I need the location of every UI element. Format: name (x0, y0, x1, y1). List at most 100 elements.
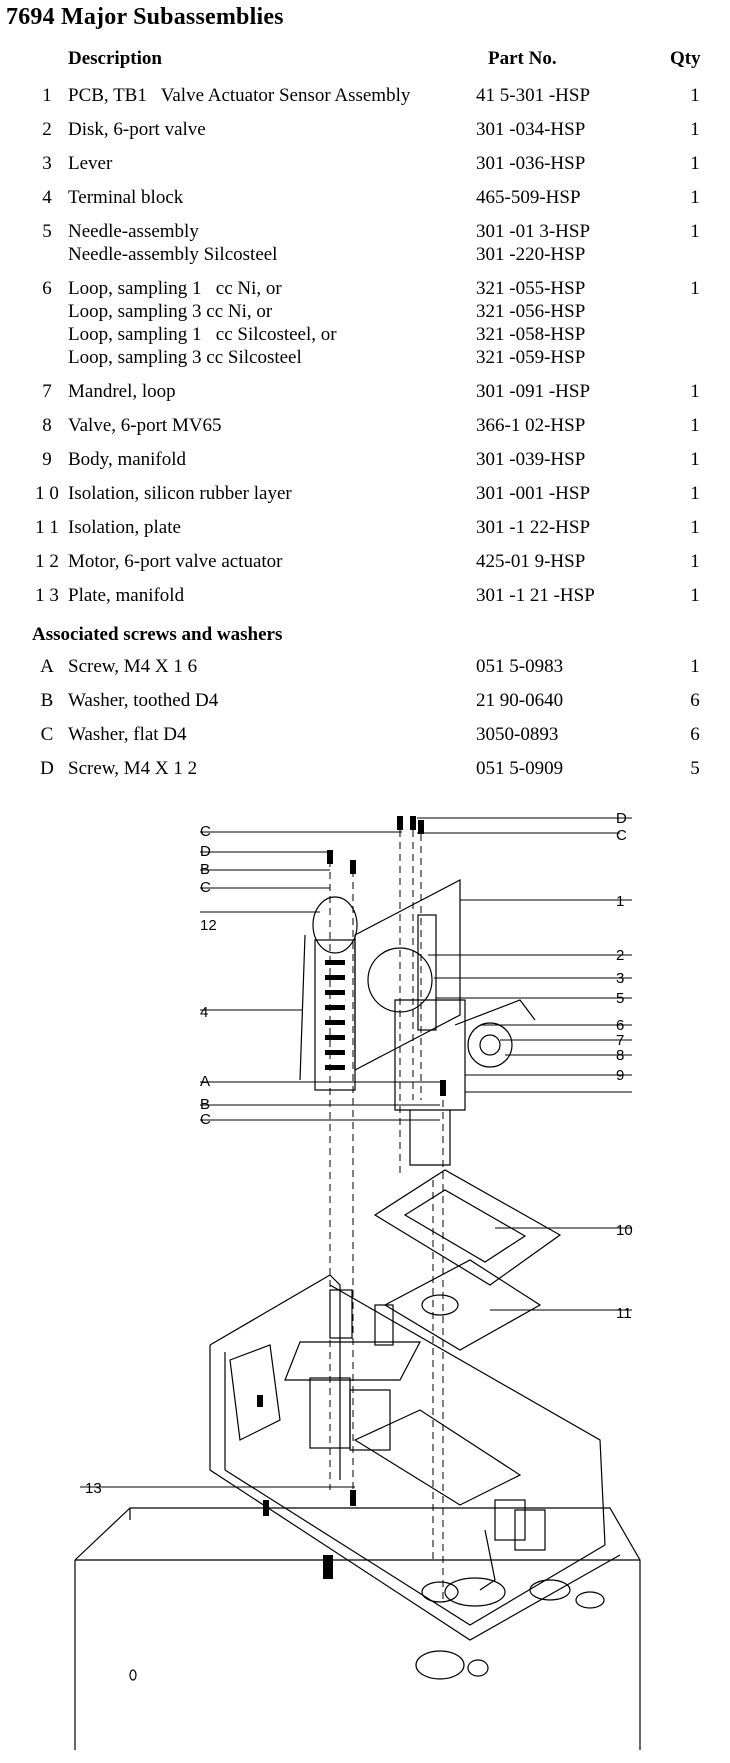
diagram-callout-label: A (200, 1073, 210, 1090)
lever (417, 914, 437, 1031)
parts-description-line: Needle-assembly Silcosteel (68, 244, 278, 265)
qty-header: Qty (670, 48, 701, 69)
diagram-callout-label: 10 (616, 1222, 633, 1239)
parts-part-number: 425-01 9-HSP (476, 550, 585, 573)
screws-description: Screw, M4 X 1 6 (68, 655, 197, 678)
parts-item-number: 2 (42, 119, 52, 140)
diagram-callout-label: C (200, 823, 211, 840)
screws-qty: 5 (690, 758, 700, 779)
base-screw (323, 1555, 333, 1579)
screw-a (440, 1080, 446, 1096)
screws-item-number: A (40, 656, 54, 677)
parts-description: Terminal block (68, 186, 183, 209)
parts-item-number: 3 (42, 153, 52, 174)
parts-part-number-line: 366-1 02-HSP (476, 415, 586, 436)
parts-description-line: Isolation, plate (68, 517, 181, 538)
screws-description: Screw, M4 X 1 2 (68, 757, 197, 780)
parts-qty: 1 (690, 381, 700, 402)
parts-qty: 1 (690, 551, 700, 572)
parts-qty: 1 (690, 449, 700, 470)
parts-qty: 1 (690, 153, 700, 174)
parts-part-number-line: 465-509-HSP (476, 187, 581, 208)
parts-description-line: Lever (68, 153, 113, 174)
motor-shaft-left (329, 1289, 353, 1339)
manifold-body (394, 999, 466, 1111)
screws-item-number: C (40, 724, 54, 745)
parts-part-number-line: 321 -056-HSP (476, 301, 586, 322)
parts-qty: 1 (690, 119, 700, 140)
parts-description-line: Loop, sampling 1 cc Silcosteel, or (68, 324, 337, 345)
parts-part-number-line: 41 5-301 -HSP (476, 85, 591, 106)
parts-description: Isolation, silicon rubber layer (68, 482, 292, 505)
parts-description: Mandrel, loop (68, 380, 176, 403)
isolation-plate (383, 1259, 542, 1351)
parts-qty: 1 (690, 483, 700, 504)
parts-description-line: Body, manifold (68, 449, 187, 470)
screws-description: Washer, toothed D4 (68, 689, 218, 712)
base-hole (415, 1650, 465, 1680)
parts-qty: 1 (690, 585, 700, 606)
parts-part-number: 301 -1 22-HSP (476, 516, 590, 539)
parts-part-number-line: 425-01 9-HSP (476, 551, 586, 572)
tray-cutout (353, 1409, 522, 1506)
diagram-callout-label: 6 (616, 1017, 624, 1034)
tray-hole (421, 1581, 459, 1603)
parts-description-line: Loop, sampling 3 cc Ni, or (68, 301, 273, 322)
diagram-callout-label: C (200, 879, 211, 896)
diagram-callout-label: 5 (616, 990, 624, 1007)
screws-qty: 6 (690, 690, 700, 711)
diagram-callout-label: 9 (616, 1067, 624, 1084)
diagram-callout-label: 2 (616, 947, 624, 964)
motor-bracket (284, 1341, 421, 1381)
parts-part-number: 366-1 02-HSP (476, 414, 585, 437)
parts-item-number: 7 (42, 381, 52, 402)
parts-description-line: Terminal block (68, 187, 184, 208)
parts-part-number-line: 301 -001 -HSP (476, 483, 591, 504)
diagram-callout-label: 12 (200, 917, 217, 934)
screws-qty: 1 (690, 656, 700, 677)
parts-part-number-line: 301 -220-HSP (476, 244, 586, 265)
part-number-header: Part No. (488, 48, 557, 69)
parts-item-number: 6 (42, 278, 52, 299)
parts-part-number: 301 -034-HSP (476, 118, 585, 141)
parts-part-number: 41 5-301 -HSP (476, 84, 590, 107)
parts-part-number: 301 -1 21 -HSP (476, 584, 595, 607)
parts-part-number: 301 -039-HSP (476, 448, 585, 471)
parts-description-line: Disk, 6-port valve (68, 119, 206, 140)
rubber-layer (373, 1169, 562, 1286)
base-cabinet-top (74, 1507, 641, 1750)
page-title: 7694 Major Subassemblies (6, 4, 284, 30)
parts-description-line: Loop, sampling 3 cc Silcosteel (68, 347, 302, 368)
parts-description: Plate, manifold (68, 584, 184, 607)
diagram-callout-label: B (200, 861, 210, 878)
diagram-callout-label: 1 (616, 893, 624, 910)
screws-section-title: Associated screws and washers (32, 624, 283, 645)
parts-part-number-line: 301 -034-HSP (476, 119, 586, 140)
screws-qty: 6 (690, 724, 700, 745)
screws-part-number: 051 5-0983 (476, 655, 563, 678)
parts-description-line: Isolation, silicon rubber layer (68, 483, 292, 504)
diagram-callout-label: B (200, 1096, 210, 1113)
screws-description-line: Screw, M4 X 1 2 (68, 758, 198, 779)
parts-description-line: PCB, TB1 Valve Actuator Sensor Assembly (68, 85, 411, 106)
parts-description: Disk, 6-port valve (68, 118, 206, 141)
screws-part-number-line: 051 5-0909 (476, 758, 564, 779)
motor-12 (312, 896, 358, 954)
parts-item-number: 5 (42, 221, 52, 242)
screw-d-top (397, 816, 403, 830)
parts-item-number: 1 0 (35, 483, 59, 504)
tray-back-wall (209, 1274, 341, 1480)
description-header: Description (68, 48, 162, 69)
parts-part-number-line: 301 -01 3-HSP (476, 221, 591, 242)
parts-qty: 1 (690, 415, 700, 436)
parts-item-number: 1 2 (35, 551, 59, 572)
terminal-block (314, 939, 356, 1091)
valve-6-port (467, 1022, 513, 1068)
parts-part-number-line: 301 -036-HSP (476, 153, 586, 174)
parts-part-number-line: 301 -1 21 -HSP (476, 585, 595, 606)
parts-part-number: 465-509-HSP (476, 186, 581, 209)
screws-item-number: B (40, 690, 54, 711)
